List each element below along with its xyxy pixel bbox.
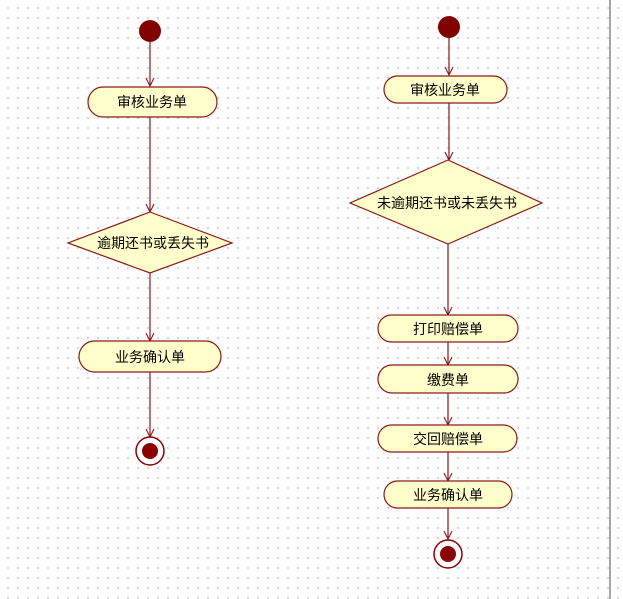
left-decision: 逾期还书或丢失书 — [66, 211, 234, 274]
left-start-node — [139, 20, 161, 42]
right-confirm-label: 业务确认单 — [413, 487, 483, 503]
left-confirm-label: 业务确认单 — [115, 349, 185, 365]
right-end-node — [433, 539, 463, 569]
right-review-shape — [383, 75, 508, 104]
left-review-label: 审核业务单 — [117, 94, 187, 110]
left-end-dot — [142, 443, 158, 459]
canvas-right-border — [609, 0, 611, 599]
right-return-label: 交回赔偿单 — [413, 431, 483, 447]
left-decision-label: 逾期还书或丢失书 — [97, 235, 209, 251]
right-pay-activity: 缴费单 — [377, 364, 519, 394]
right-end-dot — [440, 546, 456, 562]
right-return-activity: 交回赔偿单 — [377, 424, 518, 453]
left-review-shape — [87, 86, 218, 118]
right-review-label: 审核业务单 — [410, 82, 480, 98]
right-start-node — [438, 16, 460, 38]
right-decision: 未逾期还书或未丢失书 — [348, 159, 544, 245]
left-review-activity: 审核业务单 — [87, 86, 218, 118]
right-pay-label: 缴费单 — [427, 372, 469, 388]
right-decision-label: 未逾期还书或未丢失书 — [377, 195, 517, 211]
right-print-activity: 打印赔偿单 — [377, 314, 519, 343]
left-confirm-activity: 业务确认单 — [78, 340, 222, 373]
right-review-activity: 审核业务单 — [383, 75, 508, 104]
left-end-node — [135, 436, 165, 466]
right-confirm-activity: 业务确认单 — [383, 480, 513, 509]
right-print-label: 打印赔偿单 — [413, 321, 483, 337]
